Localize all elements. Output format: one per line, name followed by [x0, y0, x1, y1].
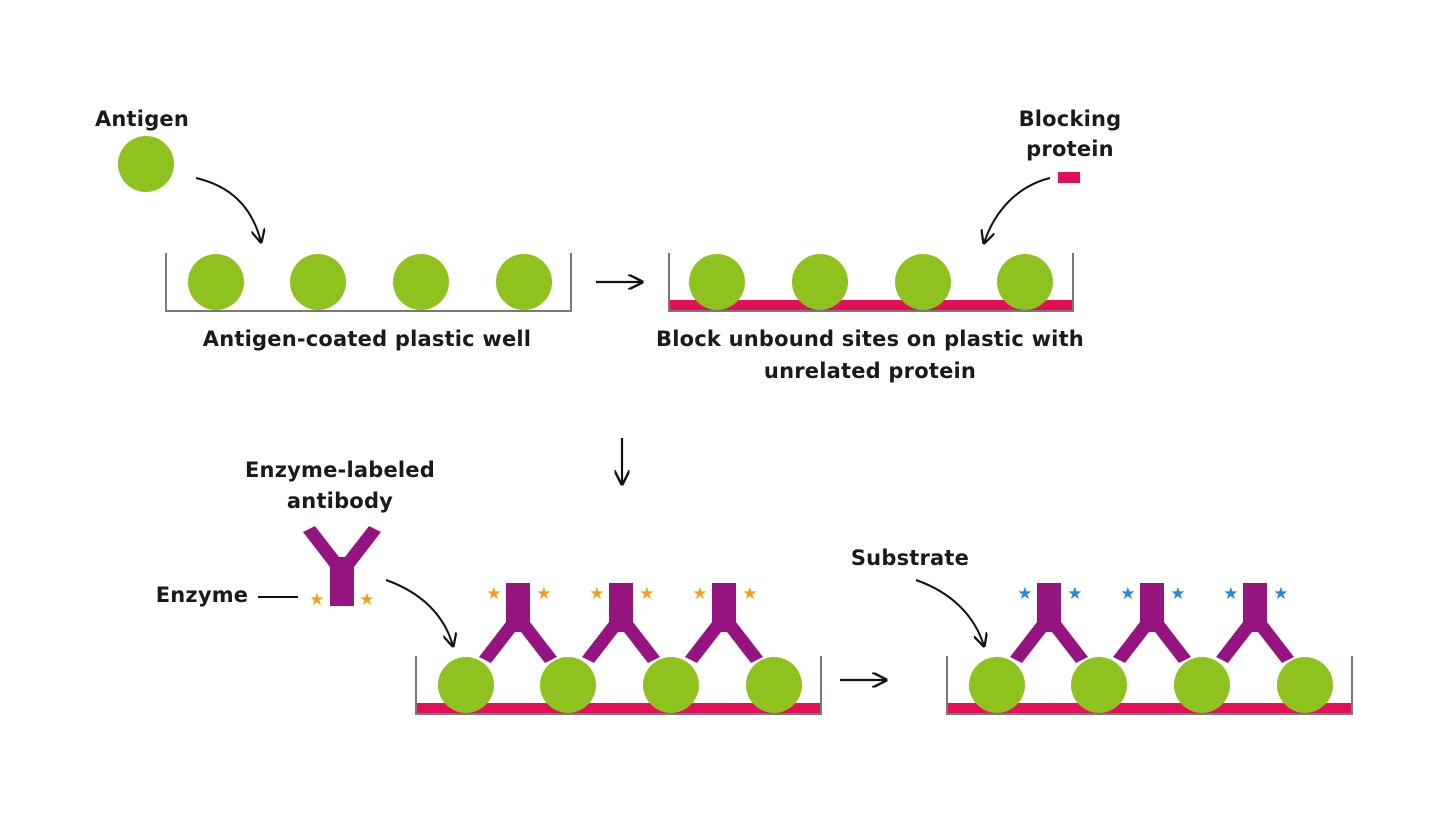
enzyme-star-icon: ★: [486, 584, 501, 604]
free-antigen-icon: [118, 136, 174, 192]
enzyme-star-icon: ★: [309, 590, 324, 610]
antigen-icon: [792, 254, 848, 310]
bound-antibody: [1216, 583, 1294, 663]
blocking-curved-arrow: [984, 177, 1051, 243]
product-star-icon: ★: [1273, 584, 1288, 604]
bound-antibody: [1010, 583, 1088, 663]
antigen-icon: [438, 657, 494, 713]
antibody-icon: [1010, 583, 1088, 663]
enzyme-star-icon: ★: [536, 584, 551, 604]
coated-well: [165, 253, 572, 312]
bound-antibody: [582, 583, 660, 663]
blocked-well: [668, 253, 1074, 312]
enzyme-label: Enzyme: [156, 583, 249, 607]
antigen-icon: [496, 254, 552, 310]
antibody-icon: [685, 583, 763, 663]
enzyme-star-icon: ★: [742, 584, 757, 604]
bound-antibody: [479, 583, 557, 663]
antigen-icon: [1174, 657, 1230, 713]
antibody-curved-arrow: [385, 579, 453, 646]
product-star-icon: ★: [1067, 584, 1082, 604]
antigen-icon: [188, 254, 244, 310]
antibody-bound-well: ★ ★ ★ ★ ★ ★: [415, 583, 822, 715]
product-star-icon: ★: [1223, 584, 1238, 604]
bound-antibody: [1113, 583, 1191, 663]
enzyme-star-icon: ★: [359, 590, 374, 610]
free-antibody: ★ ★: [303, 526, 381, 610]
enzyme-star-icon: ★: [639, 584, 654, 604]
blocking-protein-icon: [1058, 172, 1080, 183]
enzyme-antibody-label-line1: Enzyme-labeled: [245, 458, 435, 482]
blocking-protein-label-line2: protein: [1026, 137, 1114, 161]
block-step-label-line2: unrelated protein: [764, 359, 976, 383]
antibody-icon: [582, 583, 660, 663]
substrate-well: ★ ★ ★ ★ ★ ★: [946, 583, 1353, 715]
antigen-icon: [969, 657, 1025, 713]
product-star-icon: ★: [1170, 584, 1185, 604]
enzyme-antibody-label-line2: antibody: [287, 489, 393, 513]
antibody-icon: [1216, 583, 1294, 663]
substrate-curved-arrow: [915, 579, 984, 646]
product-star-icon: ★: [1120, 584, 1135, 604]
enzyme-star-icon: ★: [692, 584, 707, 604]
coated-well-label: Antigen-coated plastic well: [203, 327, 531, 351]
antibody-icon: [303, 526, 381, 606]
antibody-icon: [479, 583, 557, 663]
antigen-icon: [997, 254, 1053, 310]
antigen-icon: [393, 254, 449, 310]
antigen-icon: [540, 657, 596, 713]
antigen-icon: [689, 254, 745, 310]
blocking-layer: [416, 703, 821, 714]
blocking-layer: [669, 300, 1073, 311]
antigen-curved-arrow: [195, 177, 261, 242]
antigen-label: Antigen: [95, 107, 189, 131]
product-star-icon: ★: [1017, 584, 1032, 604]
antigen-icon: [895, 254, 951, 310]
antibody-icon: [1113, 583, 1191, 663]
antigen-icon: [290, 254, 346, 310]
antigen-icon: [746, 657, 802, 713]
antigen-icon: [1277, 657, 1333, 713]
substrate-label: Substrate: [851, 546, 969, 570]
blocking-protein-label-line1: Blocking: [1019, 107, 1122, 131]
bound-antibody: [685, 583, 763, 663]
antigen-icon: [1071, 657, 1127, 713]
enzyme-star-icon: ★: [589, 584, 604, 604]
antigen-icon: [643, 657, 699, 713]
blocking-layer: [947, 703, 1352, 714]
block-step-label-line1: Block unbound sites on plastic with: [656, 327, 1084, 351]
